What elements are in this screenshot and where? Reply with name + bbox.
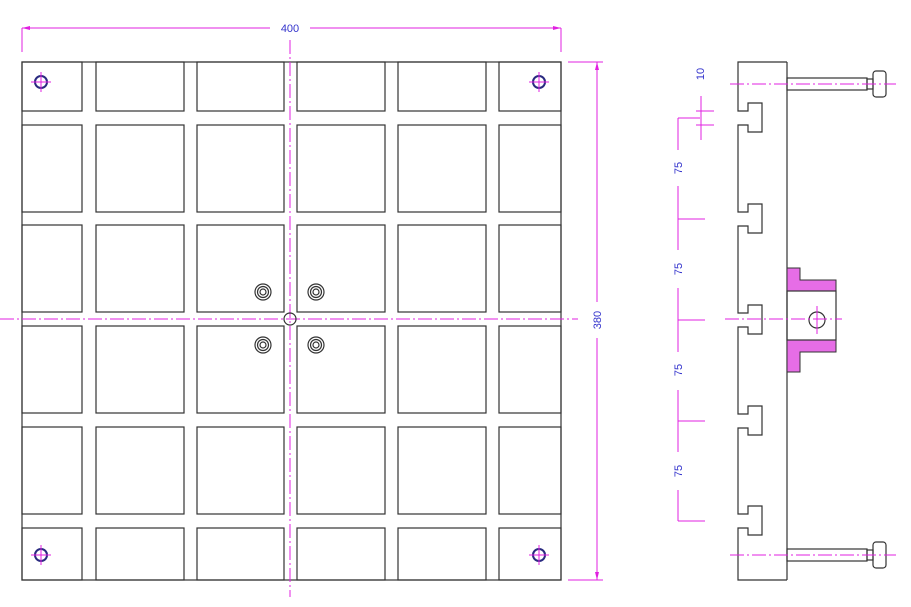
plate-cell [21, 325, 83, 414]
plate-cell [196, 61, 285, 112]
socket-bolt-icon [254, 336, 272, 354]
socket-bolt-icon [307, 336, 325, 354]
plate-cell [296, 426, 386, 515]
plate-cell [196, 426, 285, 515]
plate-cell [397, 426, 487, 515]
width-dimension-label: 400 [281, 23, 299, 35]
plate-cell [296, 325, 386, 414]
plate-cell [397, 124, 487, 213]
plate-cell [296, 527, 386, 581]
side-body-outline [737, 61, 787, 581]
plate-cell [498, 325, 562, 414]
corner-holes [31, 72, 549, 565]
mounting-hole-icon [529, 545, 549, 565]
plate-cell [21, 224, 83, 313]
plate-cell [21, 61, 83, 112]
socket-bolt-icon [307, 283, 325, 301]
center-bolts [254, 283, 325, 354]
center-hole [283, 312, 297, 326]
width-dimension: 400 [21, 23, 562, 52]
plate-cell [498, 61, 562, 112]
plate-cell [21, 527, 83, 581]
plate-cell [196, 124, 285, 213]
plate-cell [196, 527, 285, 581]
mounting-hole-icon [529, 72, 549, 92]
slot-dimensions: 75 75 75 75 10 [673, 68, 714, 522]
plate-cell [296, 224, 386, 313]
plate-cell [296, 61, 386, 112]
plate-cell [95, 224, 185, 313]
slot-spacing-label: 75 [673, 364, 685, 376]
plate-cell [95, 61, 185, 112]
height-dimension-label: 380 [592, 311, 604, 329]
socket-bolt-icon [254, 283, 272, 301]
plate-cell [21, 426, 83, 515]
plate-outline [21, 61, 562, 581]
side-view: 75 75 75 75 10 [673, 61, 896, 581]
plate-cell [498, 527, 562, 581]
plate-cell [397, 325, 487, 414]
clamp-block [786, 267, 837, 373]
plate-cell [196, 325, 285, 414]
mounting-hole-icon [31, 72, 51, 92]
plate-cells [21, 61, 562, 581]
plate-cell [498, 224, 562, 313]
plate-cell [95, 527, 185, 581]
plate-cell [21, 124, 83, 213]
plate-cell [296, 124, 386, 213]
plate-cell [95, 325, 185, 414]
slot-spacing-label: 75 [673, 465, 685, 477]
slot-spacing-label: 75 [673, 263, 685, 275]
height-dimension: 380 [568, 61, 604, 581]
plate-cell [397, 224, 487, 313]
slot-spacing-label: 75 [673, 162, 685, 174]
slot-width-label: 10 [695, 68, 707, 80]
plate-cell [397, 61, 487, 112]
plate-cell [498, 426, 562, 515]
plate-cell [95, 124, 185, 213]
mounting-hole-icon [31, 545, 51, 565]
plate-cell [95, 426, 185, 515]
plate-cell [498, 124, 562, 213]
plate-cell [196, 224, 285, 313]
front-view: 400 380 [0, 23, 604, 597]
plate-cell [397, 527, 487, 581]
